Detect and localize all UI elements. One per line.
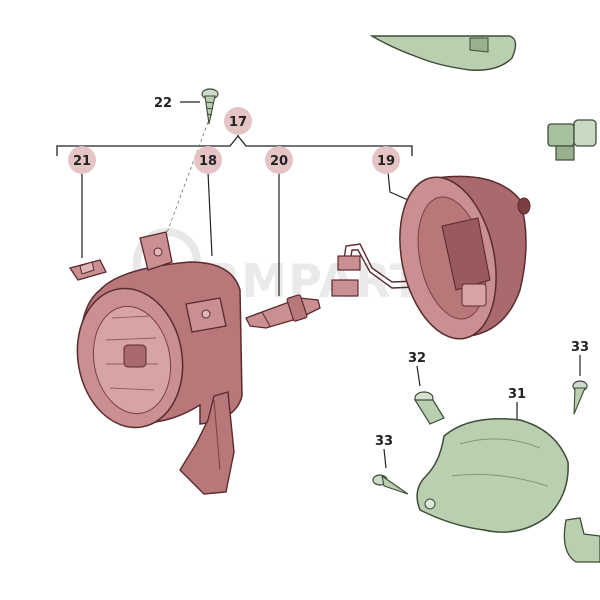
clip-icon [68, 259, 107, 281]
callout-21: 21 [68, 146, 96, 174]
cover-panel-31 [416, 417, 569, 533]
group-bracket-17 [56, 133, 413, 156]
leader-18 [207, 171, 213, 257]
callout-31: 31 [508, 387, 526, 402]
callout-18-label: 18 [199, 154, 217, 169]
callout-17-label: 17 [229, 115, 247, 130]
callout-32-label: 32 [408, 351, 426, 366]
callout-20: 20 [265, 146, 293, 174]
callout-33-upper: 33 [571, 340, 589, 355]
screw-icon [572, 380, 588, 415]
callout-17: 17 [224, 107, 252, 135]
lamp-reflector-19 [399, 175, 531, 340]
screw-icon [201, 88, 219, 125]
callout-33-lower-label: 33 [375, 434, 393, 449]
callout-32: 32 [408, 351, 426, 366]
housing-fragment-bottom [563, 517, 600, 563]
bulb-icon [547, 119, 597, 161]
housing-fragment-top [369, 35, 517, 71]
leader-lines [81, 101, 581, 469]
screw-icon [372, 474, 409, 495]
leader-33b [383, 448, 387, 469]
lamp-housing-18 [76, 231, 243, 495]
wiring-harness [343, 243, 441, 289]
bulb-holder-20 [245, 294, 321, 329]
connector-plug [331, 255, 361, 297]
leader-19 [387, 171, 409, 201]
bulb-icon [413, 391, 445, 425]
callout-19: 19 [372, 146, 400, 174]
callout-22-label: 22 [154, 96, 172, 111]
callout-21-label: 21 [73, 154, 91, 169]
callout-31-label: 31 [508, 387, 526, 402]
callout-33-lower: 33 [375, 434, 393, 449]
leader-32 [416, 365, 421, 387]
assembly-guide-line [164, 121, 209, 239]
callout-19-label: 19 [377, 154, 395, 169]
callout-33-upper-label: 33 [571, 340, 589, 355]
callout-20-label: 20 [270, 154, 288, 169]
callout-22: 22 [154, 96, 172, 111]
callout-18: 18 [194, 146, 222, 174]
